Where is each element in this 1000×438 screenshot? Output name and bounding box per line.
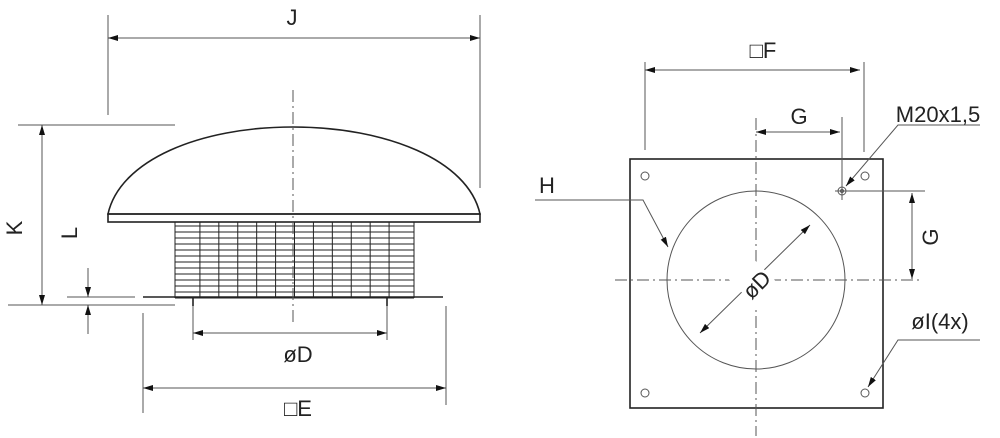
- top-view: □F G G øD H M20x1,5 øI(4x): [535, 38, 980, 436]
- side-view: J K L øD □E: [2, 5, 481, 421]
- leader-thread: [845, 124, 980, 187]
- label-L: L: [57, 227, 82, 239]
- label-F: □F: [750, 38, 777, 63]
- label-thread: M20x1,5: [896, 102, 980, 127]
- mounting-hole: [860, 388, 870, 398]
- dome-hood: [107, 126, 481, 215]
- label-holes: øI(4x): [911, 309, 968, 334]
- mounting-hole: [640, 171, 650, 181]
- mounting-hole: [860, 171, 870, 181]
- label-G-vertical: G: [918, 228, 943, 245]
- hood-rim: [107, 213, 481, 223]
- leader-holes: [867, 339, 980, 388]
- label-G-horizontal: G: [790, 104, 807, 129]
- mounting-hole: [640, 388, 650, 398]
- grille: [174, 222, 415, 299]
- label-E: □E: [284, 396, 312, 421]
- leader-H: [535, 199, 669, 248]
- label-J: J: [287, 5, 298, 30]
- label-K: K: [2, 220, 27, 235]
- label-H: H: [539, 173, 555, 198]
- label-D: øD: [283, 342, 312, 367]
